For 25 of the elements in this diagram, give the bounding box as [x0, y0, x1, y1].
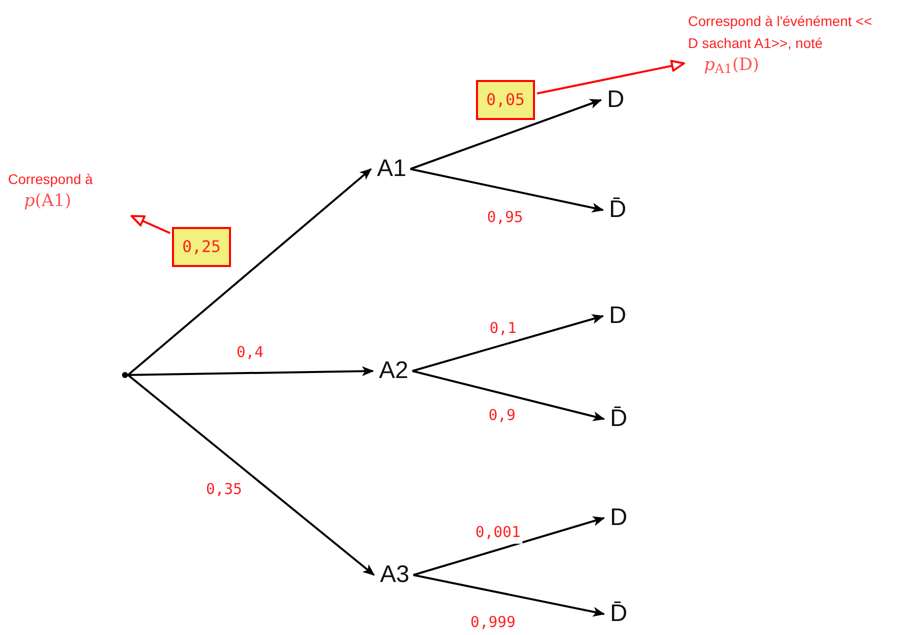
- event-label: D: [610, 504, 628, 532]
- leader-arrow: [536, 60, 685, 94]
- arrow: [413, 516, 605, 576]
- branch-point: [122, 372, 128, 378]
- arrow: [127, 168, 372, 376]
- leader-arrow: [130, 215, 170, 234]
- probability-box: 0,05: [476, 80, 535, 120]
- event-label: D: [609, 302, 626, 330]
- arrow: [127, 374, 375, 576]
- arrow: [412, 370, 605, 422]
- event-label: D̄: [609, 196, 626, 224]
- event-label: A1: [377, 155, 406, 183]
- arrow: [413, 574, 605, 617]
- arrow: [410, 99, 602, 170]
- arrow: [410, 168, 604, 213]
- event-label: D̄: [610, 405, 628, 433]
- arrow: [412, 314, 604, 372]
- event-label: D: [607, 86, 624, 114]
- arrow: [128, 366, 374, 376]
- event-label: D̄: [610, 600, 628, 628]
- callout-note: Correspond à p(A1): [8, 168, 138, 212]
- callout-note: Correspond à l'événément << D sachant A1>>, noté p$_{A1}$(D): [688, 10, 878, 76]
- event-label: A2: [379, 357, 408, 385]
- event-label: A3: [380, 561, 410, 589]
- probability-box: 0,25: [172, 227, 231, 267]
